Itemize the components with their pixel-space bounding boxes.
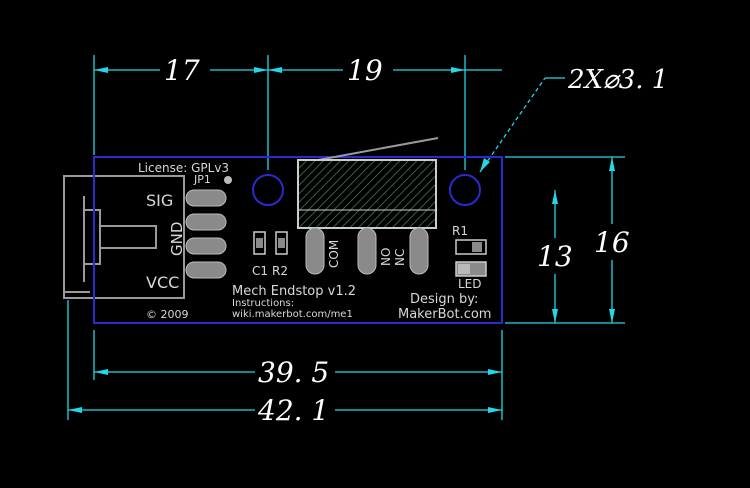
board-outline	[93, 156, 503, 324]
switch-pads	[305, 227, 429, 275]
dim-width-right: 19	[347, 54, 383, 87]
r1-label: R1	[452, 224, 468, 238]
board-title: Mech Endstop v1.2	[232, 284, 356, 299]
dim-width-total: 42. 1	[257, 394, 329, 427]
maker-label: MakerBot.com	[398, 307, 491, 322]
pin-vcc-label: VCC	[146, 273, 179, 292]
jp1-pads	[185, 189, 227, 279]
pcb-board: License: GPLv3 JP1 SIG VCC GND C1 R2 COM…	[63, 137, 503, 324]
switch-lever	[317, 137, 439, 161]
connector-housing	[63, 175, 185, 299]
dim-height-inner: 13	[537, 240, 573, 273]
dim-width-inner: 39. 5	[258, 356, 329, 389]
dim-height-outer: 16	[594, 226, 630, 259]
instructions-label: Instructions:	[232, 298, 294, 309]
dimension-lines	[67, 55, 625, 420]
license-label: License: GPLv3	[138, 161, 229, 175]
nc-label: NC	[393, 249, 407, 266]
dim-holes: 2X⌀3. 1	[567, 65, 668, 95]
r1-pad	[455, 239, 487, 255]
pin-gnd-label: GND	[168, 222, 186, 256]
c1-r2-pads	[253, 231, 288, 255]
r2-label: R2	[272, 264, 288, 278]
switch-body	[297, 159, 437, 229]
copyright-label: © 2009	[146, 308, 189, 321]
jp1-label: JP1	[193, 173, 211, 186]
no-label: NO	[379, 248, 393, 266]
mounting-hole-left	[252, 174, 284, 206]
mounting-hole-right	[449, 174, 481, 206]
dim-width-left: 17	[164, 54, 200, 87]
instructions-url: wiki.makerbot.com/me1	[232, 309, 353, 320]
com-label: COM	[327, 240, 341, 268]
pin-sig-label: SIG	[146, 191, 173, 210]
led-label: LED	[458, 277, 482, 291]
design-by-label: Design by:	[410, 292, 478, 307]
pin1-marker	[224, 176, 232, 184]
c1-label: C1	[252, 264, 268, 278]
